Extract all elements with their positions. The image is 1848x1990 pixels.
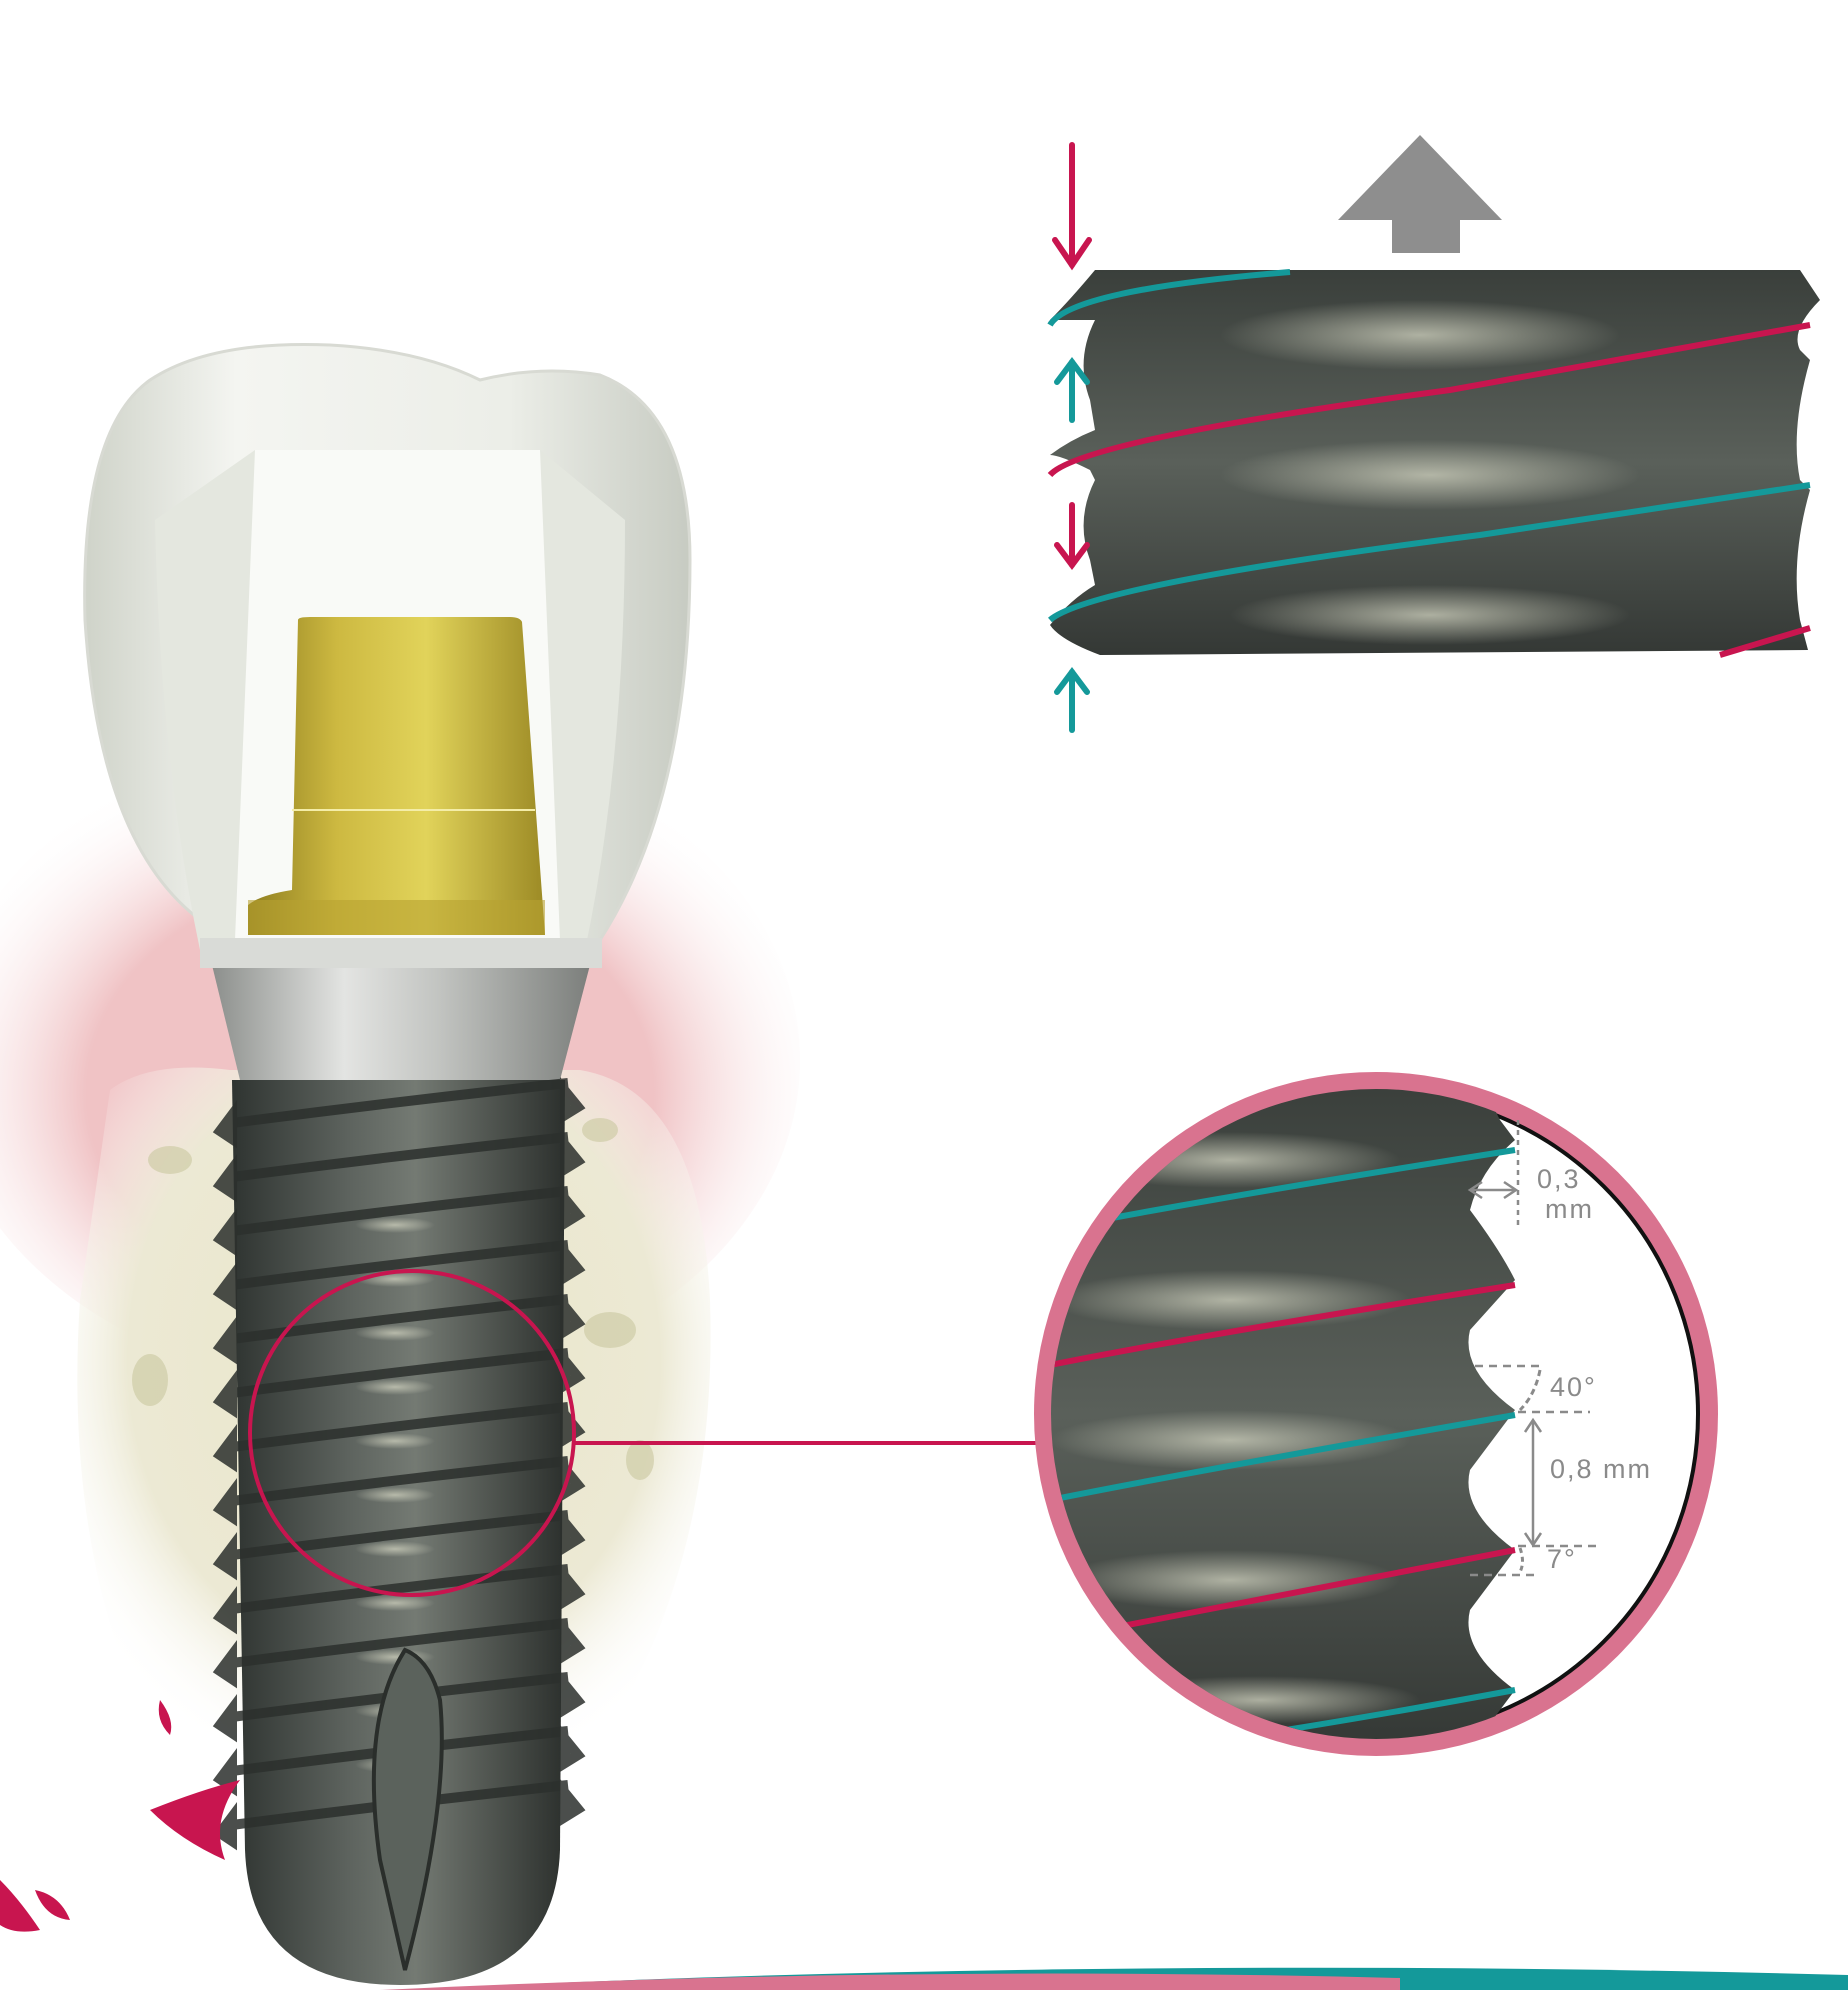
thread-tooth [560, 1346, 586, 1394]
implant-thread [231, 1132, 569, 1182]
pitch-label: 0,8 mm [1550, 1454, 1652, 1484]
implant-thread [231, 1402, 569, 1452]
thread-tooth [212, 1370, 237, 1419]
cutting-flute [371, 1647, 444, 1971]
thread-tooth [560, 1616, 586, 1664]
thread-tooth [560, 1724, 586, 1772]
thread-highlight [355, 1325, 435, 1341]
implant-thread [231, 1294, 569, 1344]
decorative-splash [0, 1700, 240, 1932]
thread-tooth [212, 1478, 237, 1527]
thread-tooth [212, 1586, 237, 1635]
thread-tooth [212, 1154, 237, 1203]
thread-highlight [355, 1595, 435, 1611]
arrow-up-icon [1054, 667, 1090, 733]
thread-tooth [212, 1748, 237, 1797]
thread-highlight [355, 1217, 435, 1233]
thread-flank-magenta [1719, 625, 1811, 658]
thread-tooth [212, 1100, 237, 1149]
abutment-collar [212, 965, 590, 1080]
thread-tooth [212, 1640, 237, 1689]
thread-tooth [560, 1670, 586, 1718]
thread-tooth [212, 1802, 237, 1851]
thread-highlight [355, 1379, 435, 1395]
arrow-down-icon [1054, 502, 1090, 570]
flank-angle-top-label: 40° [1550, 1372, 1597, 1402]
thread-tooth [212, 1316, 237, 1365]
thread-highlight [355, 1541, 435, 1557]
implant-thread [231, 1564, 569, 1614]
thread-tooth [560, 1238, 586, 1286]
dimension-lines [1467, 1120, 1600, 1577]
thread-tooth [212, 1262, 237, 1311]
implant-thread [231, 1456, 569, 1506]
implant-thread [231, 1078, 569, 1128]
bone-texture [132, 1118, 654, 1480]
thread-block-diagram [1047, 135, 1820, 733]
gold-abutment [248, 617, 545, 935]
arrow-up-icon [1054, 357, 1090, 423]
thread-flank-teal [1047, 269, 1291, 327]
thread-flank-teal [1048, 482, 1811, 623]
thread-tooth [212, 1694, 237, 1743]
arrow-down-icon [1052, 142, 1092, 271]
thread-tooth [212, 1424, 237, 1473]
implant-thread [231, 1186, 569, 1236]
detail-marker-circle [248, 1269, 576, 1597]
thread-highlight [355, 1433, 435, 1449]
magnified-thread-detail: 0,3 mm 40° 0,8 mm 7° [1034, 1072, 1718, 1756]
thread-tooth [560, 1778, 586, 1826]
thread-gap-unit-label: mm [1545, 1194, 1594, 1224]
thread-highlight [355, 1487, 435, 1503]
thread-gap-label: 0,3 [1537, 1164, 1581, 1194]
thread-tooth [212, 1208, 237, 1257]
thread-tooth [560, 1076, 586, 1124]
thread-tooth [560, 1292, 586, 1340]
thread-flank-magenta [1047, 322, 1811, 478]
tooth-implant-illustration [0, 342, 1060, 1985]
thread-tooth [560, 1562, 586, 1610]
thread-tooth [560, 1184, 586, 1232]
implant-thread [231, 1618, 569, 1668]
thread-tooth [560, 1130, 586, 1178]
implant-thread [231, 1240, 569, 1290]
implant-body [212, 1076, 586, 1985]
flank-angle-bottom-label: 7° [1547, 1544, 1577, 1574]
implant-thread [231, 1348, 569, 1398]
block-arrow-up-icon [1338, 135, 1502, 253]
thread-tooth [212, 1532, 237, 1581]
implant-thread [231, 1510, 569, 1560]
thread-tooth [560, 1508, 586, 1556]
